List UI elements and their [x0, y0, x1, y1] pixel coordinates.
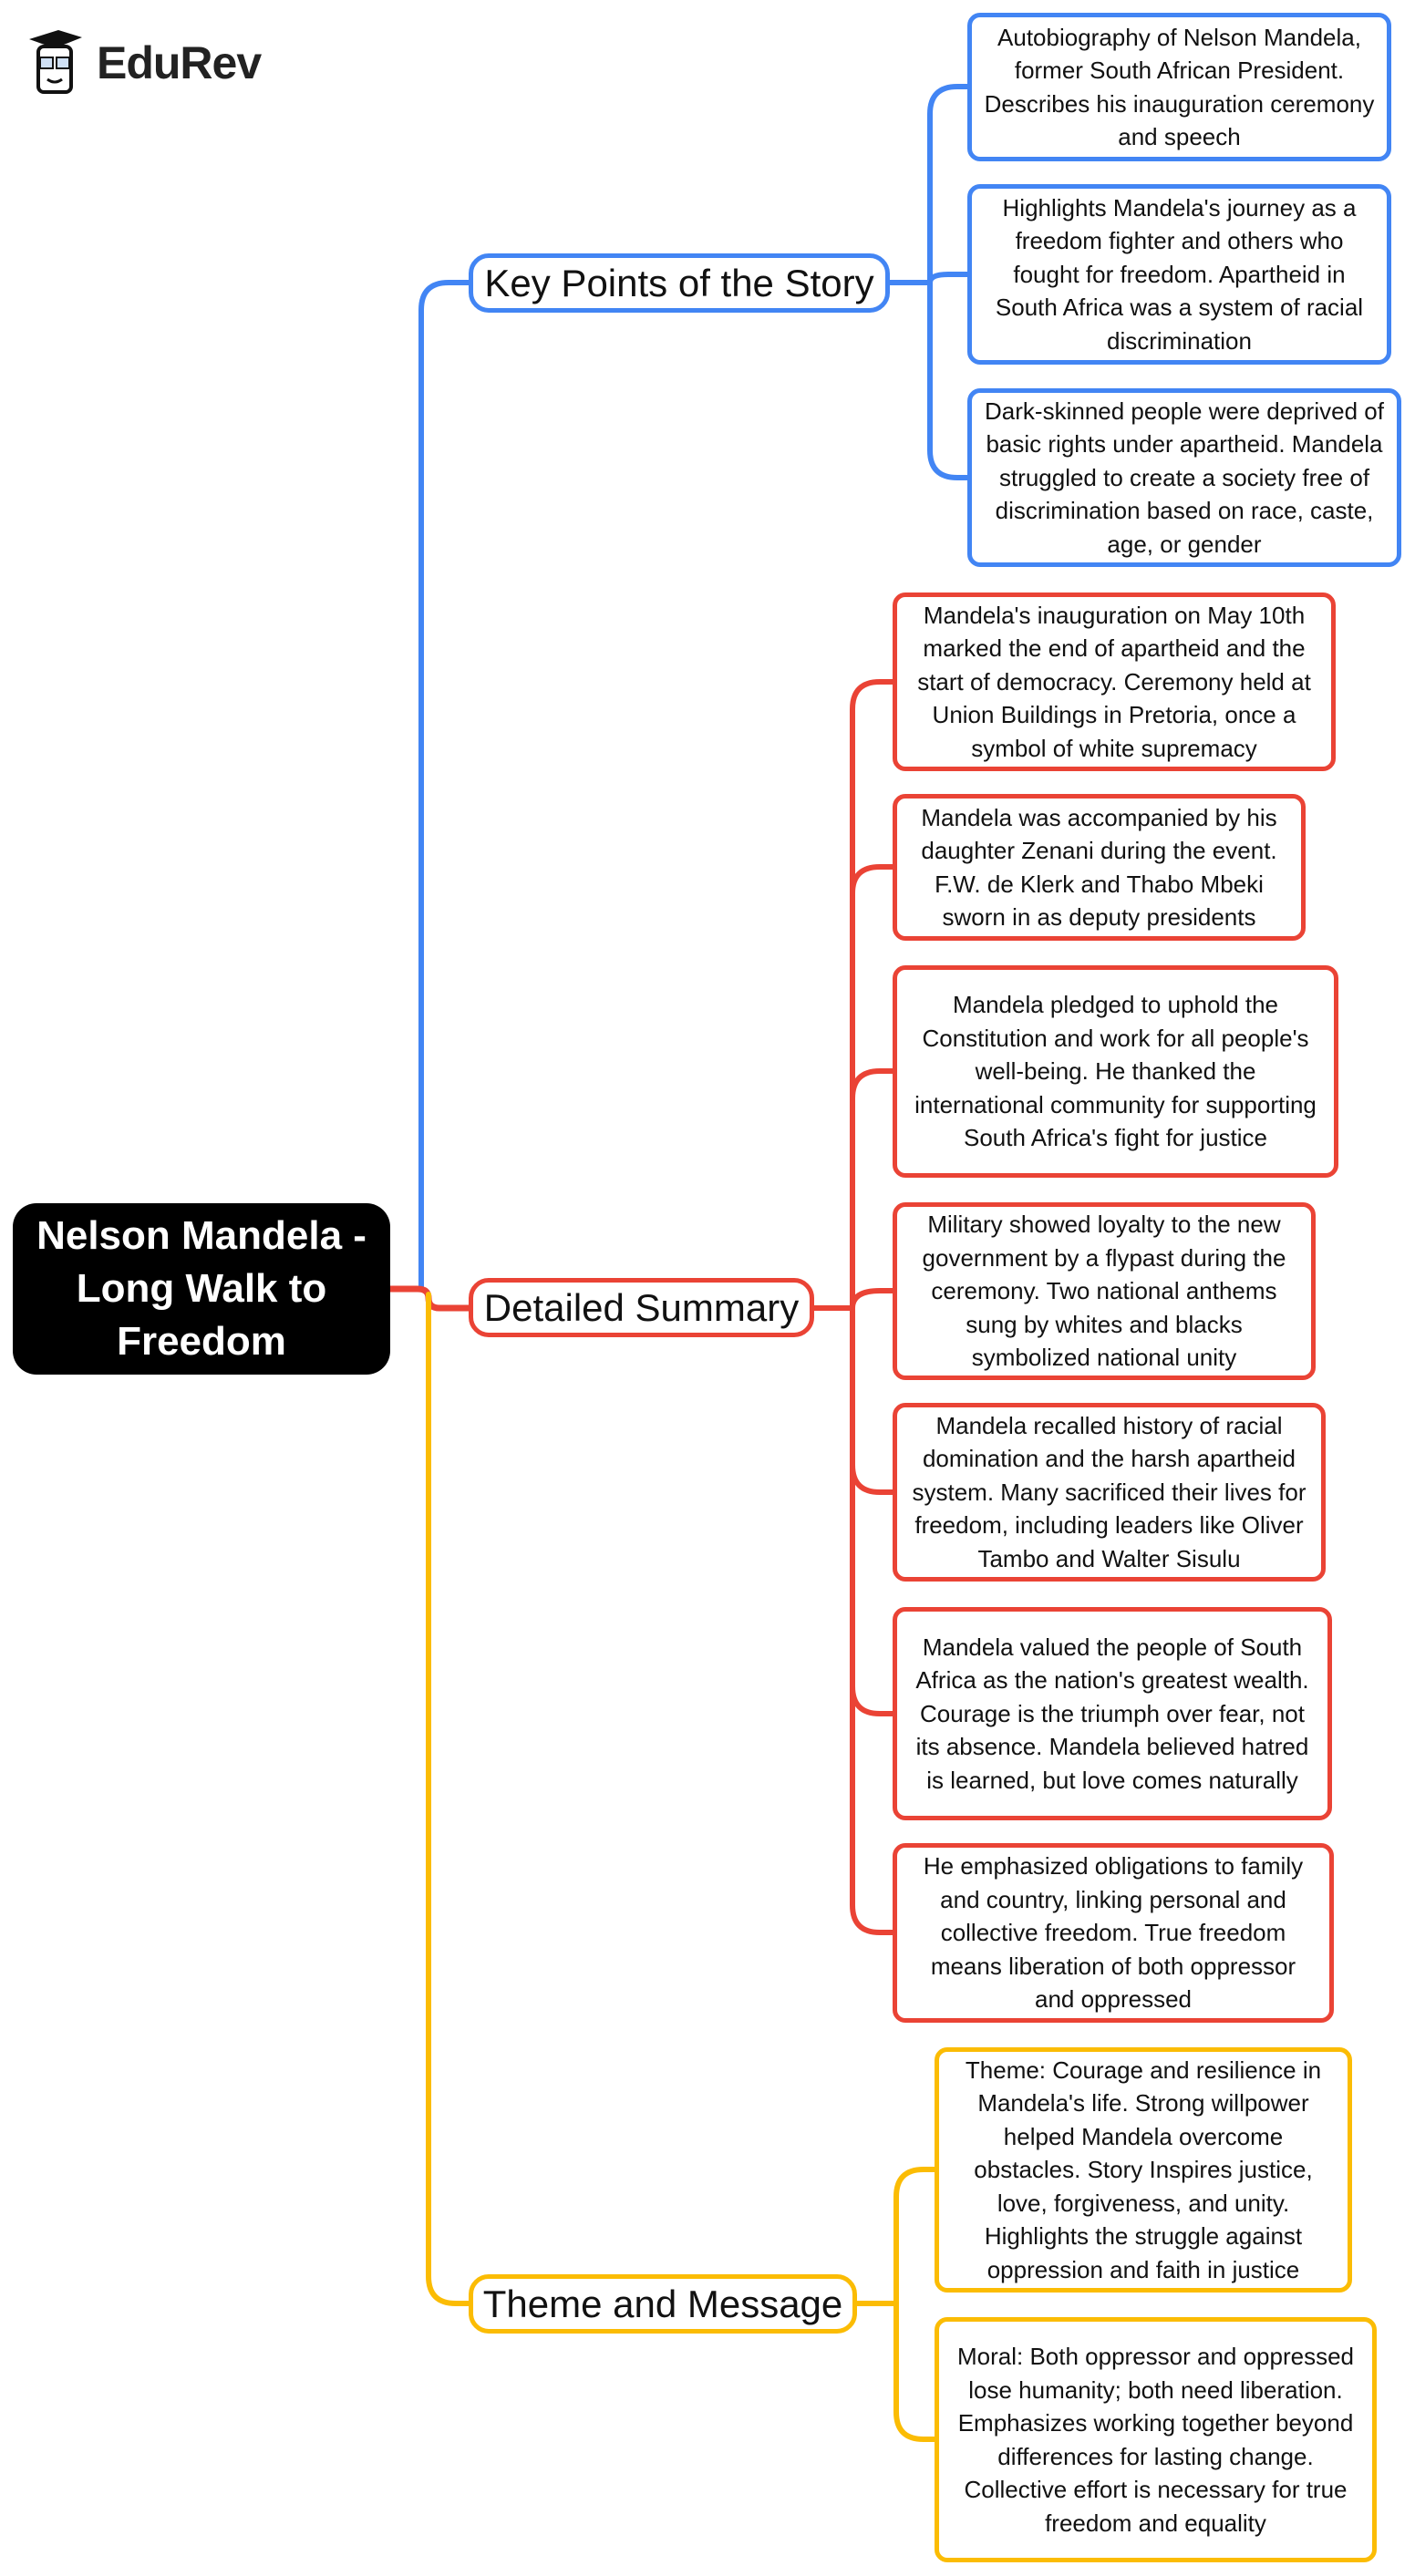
connector-ds-5 — [850, 1462, 895, 1495]
connector-ds-3 — [850, 1068, 895, 1101]
leaf-text: Military showed loyalty to the new gover… — [922, 1211, 1286, 1372]
connector-ds-4 — [850, 1288, 895, 1311]
leaf-text: He emphasized obligations to family and … — [923, 1852, 1304, 2014]
root-node[interactable]: Nelson Mandela - Long Walk to Freedom — [13, 1203, 390, 1375]
connector-root-theme — [426, 1292, 471, 2306]
leaf-node[interactable]: Mandela recalled history of racial domin… — [893, 1403, 1326, 1582]
leaf-text: Dark-skinned people were deprived of bas… — [985, 397, 1384, 558]
connector-ds-2 — [850, 864, 895, 896]
connector-ds-7 — [850, 1305, 895, 1935]
leaf-node[interactable]: Mandela's inauguration on May 10th marke… — [893, 592, 1336, 771]
connector-tm-2 — [893, 2301, 937, 2442]
leaf-node[interactable]: Autobiography of Nelson Mandela, former … — [967, 13, 1391, 161]
branch-key-points[interactable]: Key Points of the Story — [469, 253, 890, 313]
branch-label: Theme and Message — [482, 2282, 843, 2325]
connector-kp-1 — [887, 84, 970, 285]
connector-kp-3 — [927, 280, 970, 480]
leaf-node[interactable]: Military showed loyalty to the new gover… — [893, 1202, 1316, 1380]
branch-theme-message[interactable]: Theme and Message — [469, 2274, 857, 2334]
leaf-text: Highlights Mandela's journey as a freedo… — [995, 193, 1364, 355]
edurev-logo[interactable]: EduRev — [22, 22, 277, 104]
root-title: Nelson Mandela - Long Walk to Freedom — [36, 1213, 367, 1364]
connector-ds-1 — [811, 679, 895, 1311]
leaf-text: Theme: Courage and resilience in Mandela… — [965, 2056, 1322, 2283]
leaf-text: Mandela was accompanied by his daughter … — [921, 803, 1277, 932]
leaf-node[interactable]: Dark-skinned people were deprived of bas… — [967, 388, 1401, 567]
leaf-node[interactable]: Mandela valued the people of South Afric… — [893, 1607, 1332, 1820]
leaf-text: Mandela recalled history of racial domin… — [912, 1411, 1307, 1572]
leaf-node[interactable]: Highlights Mandela's journey as a freedo… — [967, 184, 1391, 365]
leaf-node[interactable]: Moral: Both oppressor and oppressed lose… — [935, 2317, 1377, 2562]
leaf-text: Mandela's inauguration on May 10th marke… — [917, 601, 1311, 762]
leaf-text: Autobiography of Nelson Mandela, former … — [984, 23, 1375, 151]
leaf-text: Mandela valued the people of South Afric… — [915, 1633, 1309, 1794]
branch-detailed-summary[interactable]: Detailed Summary — [469, 1278, 814, 1337]
connector-root-key-points — [387, 280, 471, 1292]
branch-label: Key Points of the Story — [484, 261, 874, 304]
logo-text: EduRev — [97, 37, 262, 88]
connector-ds-6 — [850, 1684, 895, 1716]
graduation-cap-mascot-icon — [29, 30, 82, 94]
leaf-node[interactable]: Mandela was accompanied by his daughter … — [893, 794, 1306, 941]
leaf-node[interactable]: Mandela pledged to uphold the Constituti… — [893, 965, 1338, 1178]
branch-label: Detailed Summary — [483, 1285, 800, 1329]
leaf-node[interactable]: He emphasized obligations to family and … — [893, 1843, 1334, 2023]
leaf-node[interactable]: Theme: Courage and resilience in Mandela… — [935, 2047, 1352, 2293]
leaf-text: Mandela pledged to uphold the Constituti… — [914, 991, 1317, 1152]
leaf-text: Moral: Both oppressor and oppressed lose… — [956, 2343, 1355, 2537]
connector-tm-1 — [854, 2167, 937, 2306]
